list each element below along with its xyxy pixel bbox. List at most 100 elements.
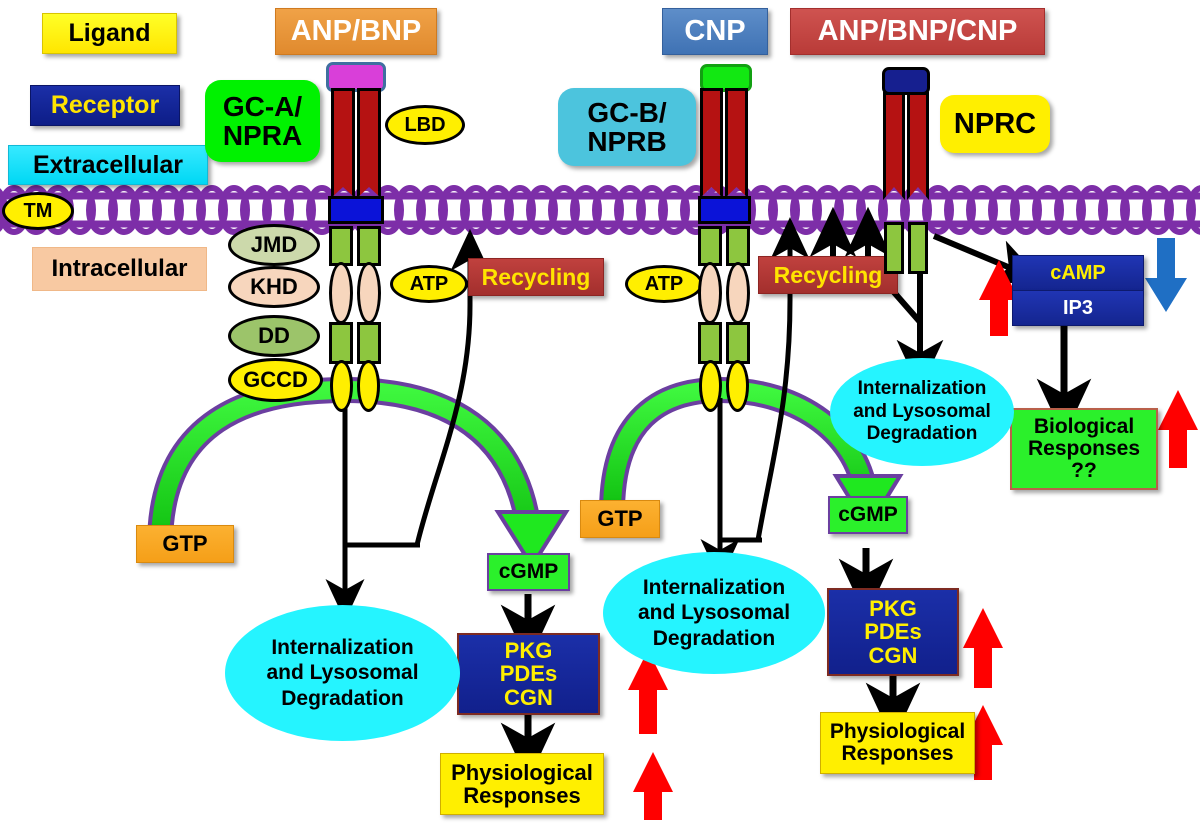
- gtp-to-cgmp-arrowhead: [494, 510, 570, 570]
- lipid-head-icon: [548, 185, 580, 235]
- receptor-gcb-nprb-label: GC-B/ NPRB: [587, 96, 667, 157]
- npra-khd-left: [329, 262, 353, 324]
- ligand-cnp-label: CNP: [684, 15, 746, 48]
- npra-jmd-right: [357, 226, 381, 266]
- biological-responses-label: Biological Responses ??: [1027, 414, 1141, 483]
- domain-khd: KHD: [228, 266, 320, 308]
- tm-label-text: TM: [23, 199, 53, 222]
- lipid-head-icon: [1164, 185, 1196, 235]
- down-arrow-blue: [1145, 238, 1187, 312]
- ip3-label: IP3: [1062, 296, 1094, 319]
- nprb-stalk-left: [700, 88, 723, 198]
- degradation-nprb: Internalization and Lysosomal Degradatio…: [603, 552, 825, 674]
- lipid-head-icon: [1098, 185, 1130, 235]
- npra-jmd-left: [329, 226, 353, 266]
- npra-recycling-arrow: [414, 228, 490, 546]
- responses-nprb: Physiological Responses: [820, 712, 975, 774]
- lipid-head-icon: [394, 185, 426, 235]
- ligand-anp-bnp-label: ANP/BNP: [290, 15, 422, 48]
- cnp-ligand-cap-icon: [700, 64, 752, 92]
- lipid-head-icon: [526, 185, 558, 235]
- responses-npra: Physiological Responses: [440, 753, 604, 815]
- legend-intracellular: Intracellular: [32, 247, 207, 291]
- up-arrow-red: [963, 705, 1003, 780]
- nprc-stalk-left: [883, 92, 905, 200]
- receptor-gca-npra-label: GC-A/ NPRA: [222, 90, 303, 151]
- ligand-anp-bnp: ANP/BNP: [275, 8, 437, 55]
- responses-npra-label: Physiological Responses: [451, 759, 593, 808]
- effectors-nprb-label: PKG PDEs CGN: [864, 596, 922, 668]
- lbd-label: LBD: [385, 105, 465, 145]
- domain-dd-label: DD: [258, 322, 290, 348]
- tm-label: TM: [2, 192, 74, 230]
- legend-ligand-label: Ligand: [68, 19, 151, 48]
- lipid-head-icon: [1054, 185, 1086, 235]
- nprb-gccd-right: [726, 360, 749, 412]
- responses-nprb-label: Physiological Responses: [829, 719, 966, 765]
- cgmp-nprb: cGMP: [828, 496, 908, 534]
- biological-responses-box: Biological Responses ??: [1010, 408, 1158, 490]
- domain-gccd-label: GCCD: [243, 366, 308, 392]
- effectors-npra-label: PKG PDEs CGN: [499, 638, 558, 710]
- gtp-nprb-label: GTP: [597, 506, 643, 532]
- lipid-head-icon: [1032, 185, 1064, 235]
- npra-stalk-right: [357, 88, 381, 198]
- cgmp-npra-label: cGMP: [498, 559, 559, 583]
- degradation-nprb-label: Internalization and Lysosomal Degradatio…: [637, 576, 791, 650]
- nprc-cyto-left: [884, 222, 904, 274]
- nprb-stalk-right: [725, 88, 748, 198]
- up-arrow-red: [633, 752, 673, 820]
- cgmp-npra: cGMP: [487, 553, 570, 591]
- nprb-jmd-right: [726, 226, 750, 266]
- npra-gccd-left: [330, 360, 353, 412]
- lipid-head-icon: [130, 185, 162, 235]
- lipid-head-icon: [152, 185, 184, 235]
- legend-ligand: Ligand: [42, 13, 177, 54]
- lipid-head-icon: [922, 185, 954, 235]
- nprb-dd-right: [726, 322, 750, 364]
- nprb-jmd-left: [698, 226, 722, 266]
- legend-receptor: Receptor: [30, 85, 180, 126]
- recycling-nprb: Recycling: [758, 256, 898, 294]
- blue-down-arrow: [1145, 238, 1187, 312]
- atp-npra-label: ATP: [409, 272, 449, 295]
- effectors-npra: PKG PDEs CGN: [457, 633, 600, 715]
- receptor-nprc: NPRC: [940, 95, 1050, 153]
- lipid-head-icon: [658, 185, 690, 235]
- npra-khd-right: [357, 262, 381, 324]
- lipid-head-icon: [174, 185, 206, 235]
- lipid-head-icon: [636, 185, 668, 235]
- domain-khd-label: KHD: [250, 273, 298, 299]
- recycling-nprb-label: Recycling: [773, 261, 883, 288]
- nprb-khd-left: [698, 262, 722, 324]
- degradation-nprc: Internalization and Lysosomal Degradatio…: [830, 358, 1014, 466]
- ip3-box: IP3: [1012, 290, 1144, 326]
- lipid-head-icon: [614, 185, 646, 235]
- nprc-ligand-cap-icon: [882, 67, 930, 95]
- up-arrow-red: [963, 608, 1003, 688]
- lipid-head-icon: [1010, 185, 1042, 235]
- anp-bnp-ligand-cap-icon: [326, 62, 386, 92]
- lipid-head-icon: [1076, 185, 1108, 235]
- domain-dd: DD: [228, 315, 320, 357]
- receptor-nprc-label: NPRC: [953, 107, 1037, 140]
- lipid-head-icon: [416, 185, 448, 235]
- nprc-stalk-right: [907, 92, 929, 200]
- camp-box: cAMP: [1012, 255, 1144, 291]
- lipid-head-icon: [966, 185, 998, 235]
- atp-npra: ATP: [390, 265, 468, 303]
- nprb-gccd-left: [699, 360, 722, 412]
- lipid-head-icon: [218, 185, 250, 235]
- lipid-head-icon: [988, 185, 1020, 235]
- lbd-label-text: LBD: [404, 113, 446, 136]
- legend-intracellular-label: Intracellular: [51, 255, 188, 283]
- lipid-head-icon: [592, 185, 624, 235]
- legend-extracellular: Extracellular: [8, 145, 208, 185]
- legend-receptor-label: Receptor: [50, 91, 160, 120]
- domain-jmd-label: JMD: [250, 231, 298, 257]
- lipid-head-icon: [1142, 185, 1174, 235]
- npra-tm-domain: [328, 196, 384, 224]
- lipid-head-icon: [108, 185, 140, 235]
- cgmp-nprb-label: cGMP: [838, 502, 898, 526]
